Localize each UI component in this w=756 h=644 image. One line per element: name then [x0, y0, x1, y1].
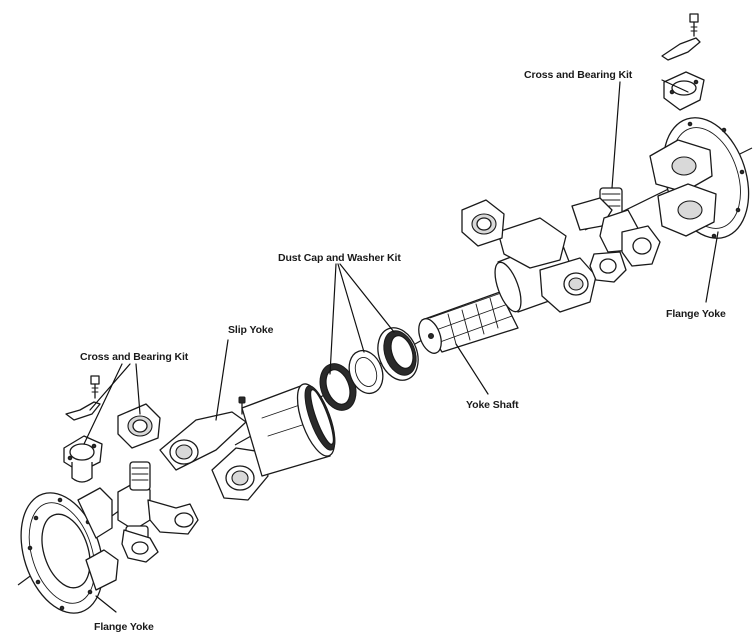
label-cross-bearing-kit-top: Cross and Bearing Kit [524, 69, 633, 81]
cross-bearing-kit-left [63, 375, 199, 563]
flange-yoke-bottom [20, 487, 119, 614]
label-dust-cap-washer-kit: Dust Cap and Washer Kit [278, 252, 401, 264]
yoke-shaft [418, 199, 597, 354]
label-flange-yoke-bottom: Flange Yoke [94, 621, 154, 633]
cross-bearing-kit-right [571, 13, 705, 283]
leader-lines [83, 79, 719, 613]
label-cross-bearing-kit-left: Cross and Bearing Kit [80, 351, 189, 363]
label-slip-yoke: Slip Yoke [228, 324, 274, 336]
slip-yoke [159, 383, 336, 501]
label-flange-yoke-right: Flange Yoke [666, 308, 726, 320]
dust-cap-washer-kit [319, 327, 419, 411]
flange-yoke-right [649, 117, 750, 239]
label-yoke-shaft: Yoke Shaft [466, 399, 519, 411]
